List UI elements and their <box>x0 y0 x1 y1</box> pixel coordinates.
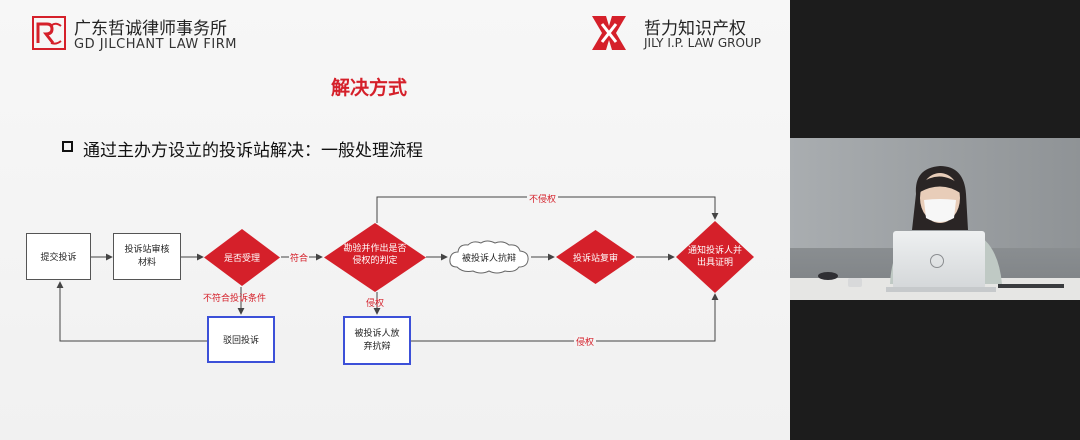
flowchart-connectors <box>56 196 719 342</box>
flow-diamond-notify-text: 通知投诉人并 出具证明 <box>675 245 755 269</box>
desk-cup <box>848 278 862 287</box>
bullet-marker-icon <box>62 141 73 152</box>
webcam-pane <box>790 0 1080 440</box>
flow-diamond-notify <box>676 221 754 293</box>
jilchant-logo: 广东哲诚律师事务所 GD JILCHANT LAW FIRM <box>32 14 272 54</box>
slide-title: 解决方式 <box>331 77 408 99</box>
jilchant-name-en: GD JILCHANT LAW FIRM <box>74 37 237 52</box>
flow-node-review-line2: 材料 <box>137 257 156 268</box>
flow-node-review-line1: 投诉站审核 <box>124 244 170 255</box>
jily-logo: 哲力知识产权 JILY I.P. LAW GROUP <box>588 12 788 54</box>
presentation-slide: 广东哲诚律师事务所 GD JILCHANT LAW FIRM 哲力知识产权 JI… <box>0 0 790 440</box>
jily-emblem-icon <box>588 12 630 54</box>
flow-node-waive-line2: 弃抗辩 <box>363 341 391 352</box>
flow-diamond-judge-line1: 勘验并作出是否 <box>343 244 407 254</box>
jilchant-emblem-icon <box>32 16 66 50</box>
flow-node-submit-label: 提交投诉 <box>40 253 77 263</box>
flow-diamond-recheck <box>556 230 635 284</box>
flow-diamond-notify-line2: 出具证明 <box>696 258 733 268</box>
flow-diamond-judge-text: 勘验并作出是否 侵权的判定 <box>323 243 427 267</box>
flow-cloud-defend <box>449 240 529 274</box>
bullet-text: 通过主办方设立的投诉站解决：一般处理流程 <box>83 141 423 161</box>
flow-diamond-accept <box>204 229 280 286</box>
edge-label-infringe-2: 侵权 <box>574 335 597 348</box>
edge-label-not-meet: 不符合投诉条件 <box>203 294 267 304</box>
jily-name-cn: 哲力知识产权 <box>644 19 746 39</box>
flow-diamond-judge <box>324 223 426 292</box>
flow-diamond-recheck-label: 投诉站复审 <box>572 254 618 264</box>
flow-cloud-defend-label: 被投诉人抗辩 <box>461 254 516 264</box>
desk-mouse <box>818 272 838 280</box>
flow-node-submit: 提交投诉 <box>26 233 91 280</box>
flow-diamond-notify-line1: 通知投诉人并 <box>687 246 742 256</box>
hp-logo-icon <box>930 254 944 268</box>
flow-node-waive-line1: 被投诉人放 <box>354 328 400 339</box>
jilchant-name-cn: 广东哲诚律师事务所 <box>74 19 227 39</box>
edge-label-no-infringe: 不侵权 <box>527 192 559 205</box>
flow-node-review: 投诉站审核 材料 <box>113 233 181 280</box>
desk-tablet <box>998 284 1064 288</box>
edge-label-meet: 符合 <box>289 251 310 264</box>
flow-diamond-accept-label: 是否受理 <box>223 254 260 264</box>
flow-diamond-judge-line2: 侵权的判定 <box>352 256 398 266</box>
webcam-feed <box>790 138 1080 300</box>
laptop-base <box>886 287 996 292</box>
flow-node-waive: 被投诉人放 弃抗辩 <box>343 316 411 365</box>
flow-node-reject: 驳回投诉 <box>207 316 275 363</box>
jily-name-en: JILY I.P. LAW GROUP <box>644 36 761 50</box>
edge-label-infringe-1: 侵权 <box>366 299 385 309</box>
flow-node-reject-label: 驳回投诉 <box>222 336 259 346</box>
